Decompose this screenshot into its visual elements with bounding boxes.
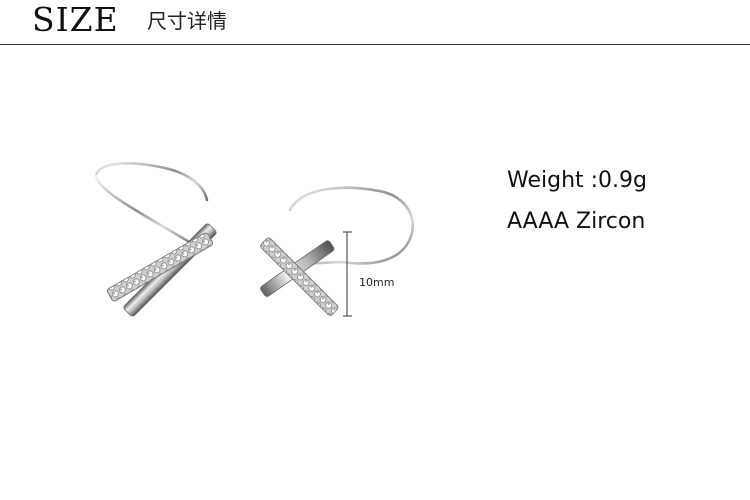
left-earring-wire (94, 162, 209, 202)
right-earring-zircon-bar (260, 237, 339, 316)
left-earring (94, 162, 217, 317)
material-spec: AAAA Zircon (507, 209, 646, 234)
right-earring-hoop (288, 186, 415, 266)
page-header: SIZE 尺寸详情 (0, 0, 750, 45)
header-divider (0, 44, 750, 45)
left-earring-wire-lower (94, 174, 198, 248)
size-title: SIZE (32, 0, 119, 39)
dimension-marker (343, 231, 352, 317)
left-earring-zircon-bar (106, 232, 214, 302)
dimension-label: 10mm (359, 276, 395, 289)
size-details-title: 尺寸详情 (147, 9, 227, 33)
right-earring (260, 186, 415, 316)
weight-spec: Weight :0.9g (507, 168, 648, 193)
